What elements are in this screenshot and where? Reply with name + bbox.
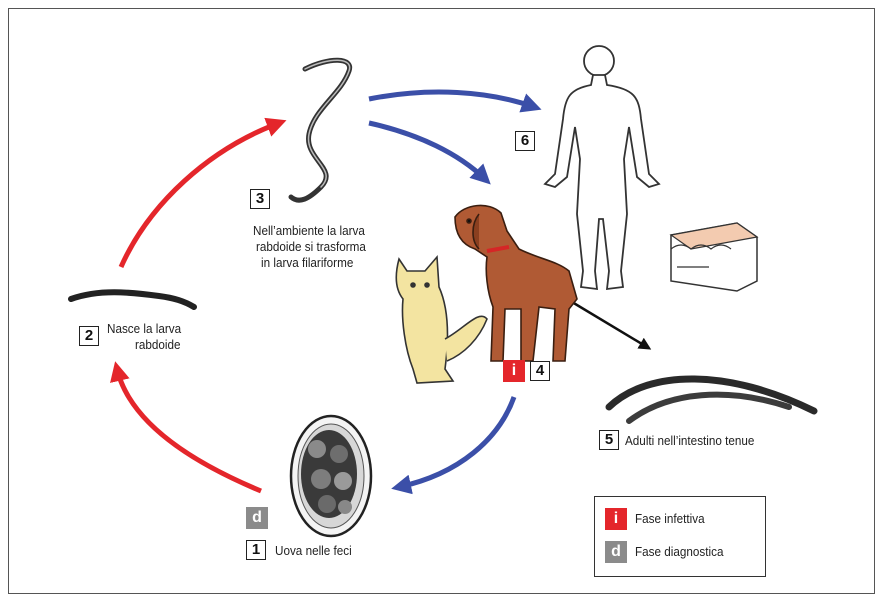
- egg-illustration: [291, 416, 371, 536]
- stage-number-5: 5: [599, 430, 619, 450]
- legend: i Fase infettiva d Fase diagnostica: [594, 496, 766, 577]
- stage-label-3-line2: rabdoide si trasforma: [256, 239, 366, 254]
- stage-number-2: 2: [79, 326, 99, 346]
- arrow-host-to-egg: [399, 397, 514, 487]
- arrow-to-adults: [567, 299, 647, 347]
- stage-number-1: 1: [246, 540, 266, 560]
- human-host-illustration: [545, 46, 659, 289]
- skin-penetration-illustration: [671, 223, 757, 291]
- stage-label-2-line2: rabdoide: [135, 337, 181, 352]
- legend-diagnostic-badge: d: [605, 541, 627, 563]
- stage-label-3-line1: Nell’ambiente la larva: [253, 223, 365, 238]
- arrow-larva-to-animals: [369, 123, 485, 179]
- cat-illustration: [396, 257, 487, 383]
- diagnostic-badge: d: [246, 507, 268, 529]
- stage-label-2-line1: Nasce la larva: [107, 321, 181, 336]
- legend-diagnostic-text: Fase diagnostica: [635, 544, 723, 559]
- stage-label-5: Adulti nell’intestino tenue: [625, 433, 754, 448]
- filariform-larva-illustration: [291, 60, 350, 200]
- infective-badge: i: [503, 360, 525, 382]
- arrow-egg-to-rhabditiform: [117, 369, 261, 491]
- stage-number-6: 6: [515, 131, 535, 151]
- diagram-frame: 1 Uova nelle feci d 2 Nasce la larva rab…: [8, 8, 875, 594]
- legend-infective-text: Fase infettiva: [635, 511, 705, 526]
- stage-label-1: Uova nelle feci: [275, 543, 352, 558]
- arrow-larva-to-human: [369, 92, 534, 107]
- rhabditiform-larva-illustration: [71, 292, 194, 307]
- stage-number-4: 4: [530, 361, 550, 381]
- stage-label-3-line3: in larva filariforme: [261, 255, 353, 270]
- legend-infective-badge: i: [605, 508, 627, 530]
- stage-number-3: 3: [250, 189, 270, 209]
